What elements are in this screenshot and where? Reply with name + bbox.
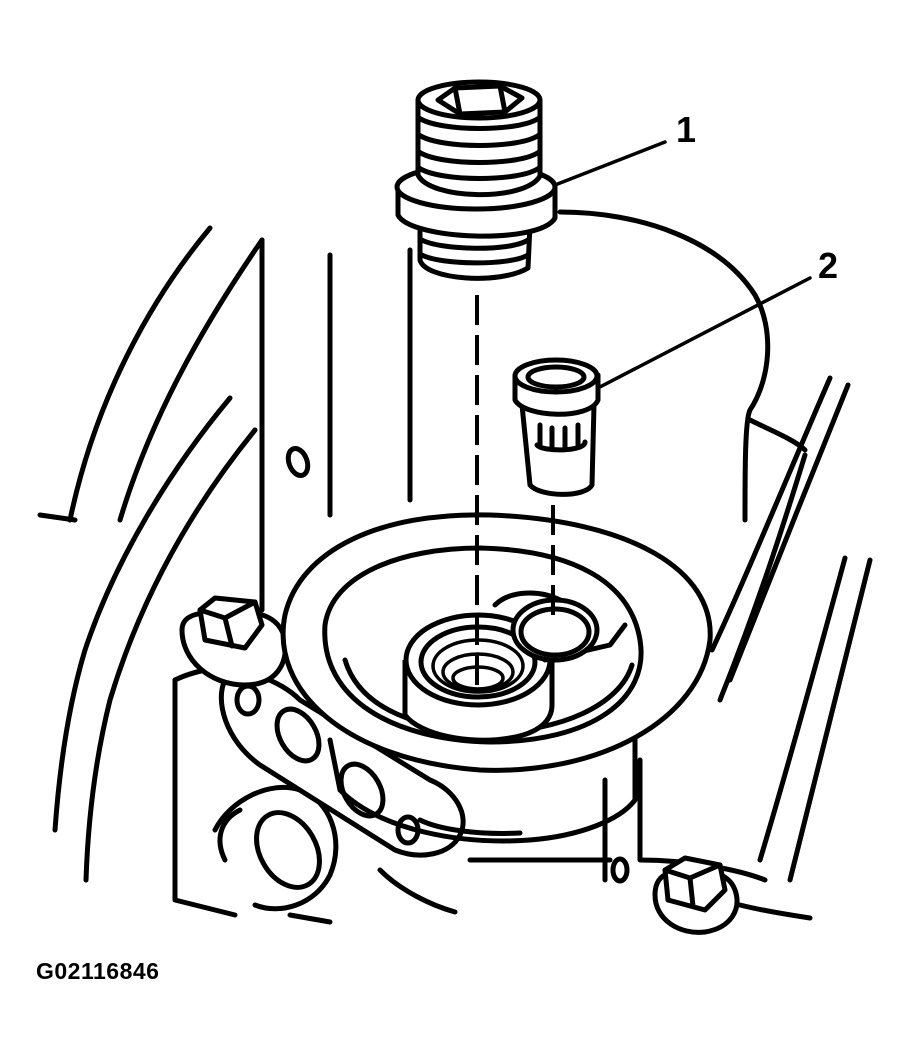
bolt-left — [179, 595, 288, 688]
leader-line-1 — [553, 140, 667, 187]
bolt-right — [652, 855, 740, 935]
engine-block-outline — [37, 209, 873, 925]
mounting-bracket — [172, 663, 339, 918]
figure-id-label: G02116846 — [36, 958, 160, 984]
callout-2: 2 — [818, 245, 838, 286]
adapter-housing — [280, 512, 713, 844]
threaded-fitting-part-1 — [394, 79, 558, 281]
leader-line-2 — [596, 276, 812, 390]
bypass-valve-part-2 — [512, 357, 601, 497]
callout-1: 1 — [676, 109, 696, 150]
